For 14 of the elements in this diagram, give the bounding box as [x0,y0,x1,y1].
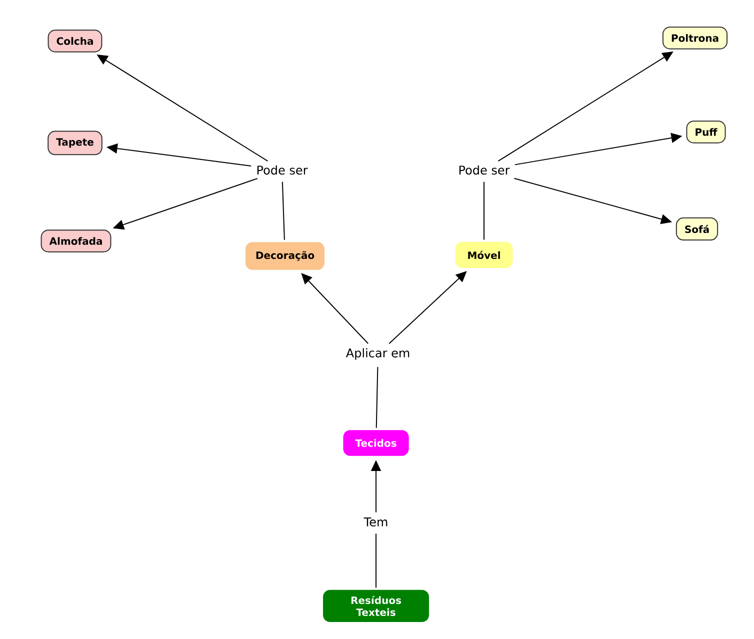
concept-box: Decoração [245,242,325,270]
concept-box: Móvel [455,242,513,268]
concept-box: Sofá [676,217,718,241]
concept-box: Puff [686,120,726,144]
linking-phrase: Pode ser [257,165,308,175]
linking-phrase: Aplicar em [346,348,410,360]
concept-box: Resíduos Texteis [323,590,429,622]
linking-phrase: Pode ser [459,165,510,175]
concept-box: Almofada [40,230,112,252]
linking-phrase: Tem [364,518,388,526]
concept-box: Tecidos [343,430,409,456]
concept-box: Colcha [48,30,102,52]
concept-box: Tapete [48,130,102,156]
concept-box: Poltrona [662,26,728,50]
